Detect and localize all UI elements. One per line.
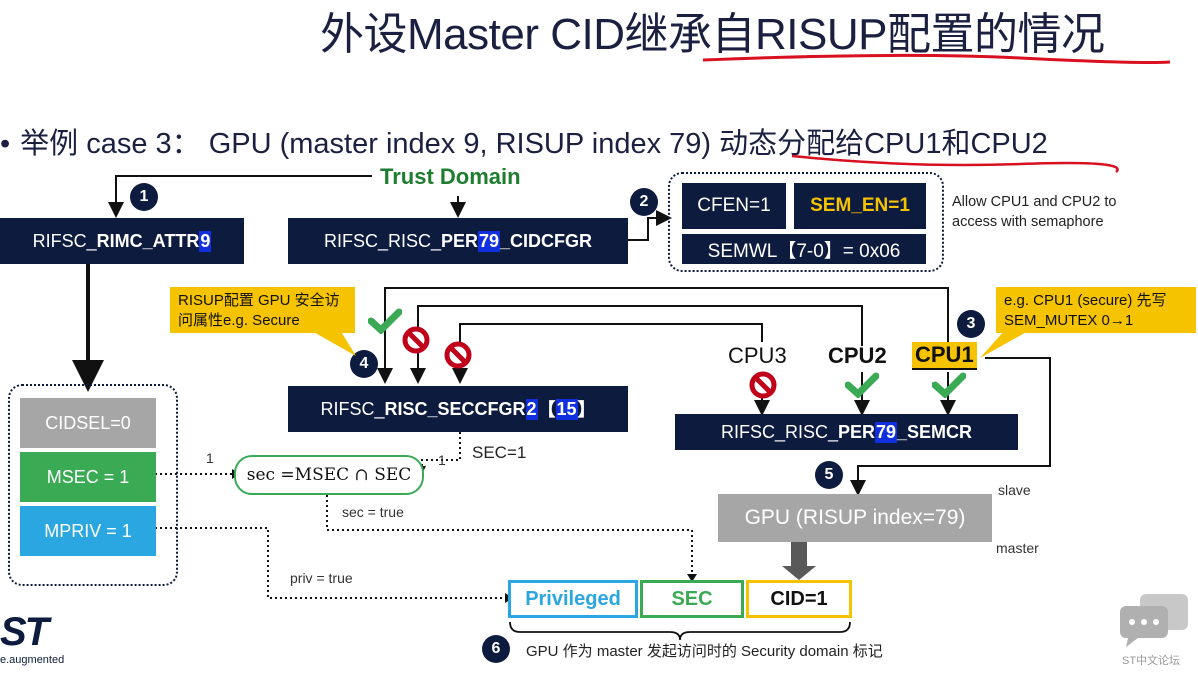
forum-label: ST中文论坛 [1122,655,1181,667]
cidsel-field: CIDSEL=0 [20,398,156,448]
check-icon [932,372,966,398]
cpu3-label: CPU3 [728,343,787,368]
cidcfgr-config-box [668,172,944,272]
cpu1-label: CPU1 [912,342,977,370]
trust-domain-label: Trust Domain [380,164,521,189]
subtitle: •举例 case 3： GPU (master index 9, RISUP i… [0,128,1048,160]
cfen-field: CFEN=1 [682,183,786,229]
check-icon [368,308,402,334]
priv-true-label: priv = true [290,570,353,586]
check-icon [845,372,879,398]
master-attr-group [8,384,178,586]
cpu1-callout-pointer [980,330,1030,358]
risup-callout-pointer [310,330,356,356]
forum-chat-icon [1120,594,1188,647]
sem-en-field: SEM_EN=1 [794,183,926,229]
cid-flag: CID=1 [746,580,852,618]
title-underline [702,53,1171,64]
msec-input-value: 1 [206,450,214,466]
gpu-block: GPU (RISUP index=79) [718,494,992,542]
sec-flag: SEC [640,580,744,618]
risup-callout: RISUP配置 GPU 安全访问属性e.g. Secure [170,287,355,333]
step-2-badge: 2 [630,188,658,216]
sec-input-value: 1 [438,452,446,468]
prohibited-icon [402,326,430,354]
msec-field: MSEC = 1 [20,452,156,502]
sec-eq-label: SEC=1 [472,443,527,462]
sec-true-label: sec = true [342,504,404,520]
mpriv-field: MPRIV = 1 [20,506,156,556]
sec-formula: sec =MSEC ∩ SEC [234,455,424,495]
footnote: GPU 作为 master 发起访问时的 Security domain 标记 [526,643,883,660]
st-tagline: e.augmented [0,654,65,666]
cpu2-label: CPU2 [828,343,887,368]
subtitle-underline [791,154,1119,173]
allow-note: Allow CPU1 and CPU2 to access with semap… [952,194,1117,230]
step-5-badge: 5 [815,461,843,489]
step-3-badge: 3 [957,310,985,338]
step-1-badge: 1 [130,183,158,211]
page-title: 外设Master CID继承自RISUP配置的情况 [320,10,1105,59]
semwl-field: SEMWL【7-0】= 0x06 [682,234,926,264]
step-6-badge: 6 [482,635,510,663]
st-logo: ST [0,610,49,654]
master-label: master [996,540,1039,556]
prohibited-icon [444,341,472,369]
slave-label: slave [998,482,1031,498]
privileged-flag: Privileged [508,580,638,618]
cpu1-callout: e.g. CPU1 (secure) 先写SEM_MUTEX 0→1 [996,287,1196,333]
prohibited-icon [749,371,777,399]
